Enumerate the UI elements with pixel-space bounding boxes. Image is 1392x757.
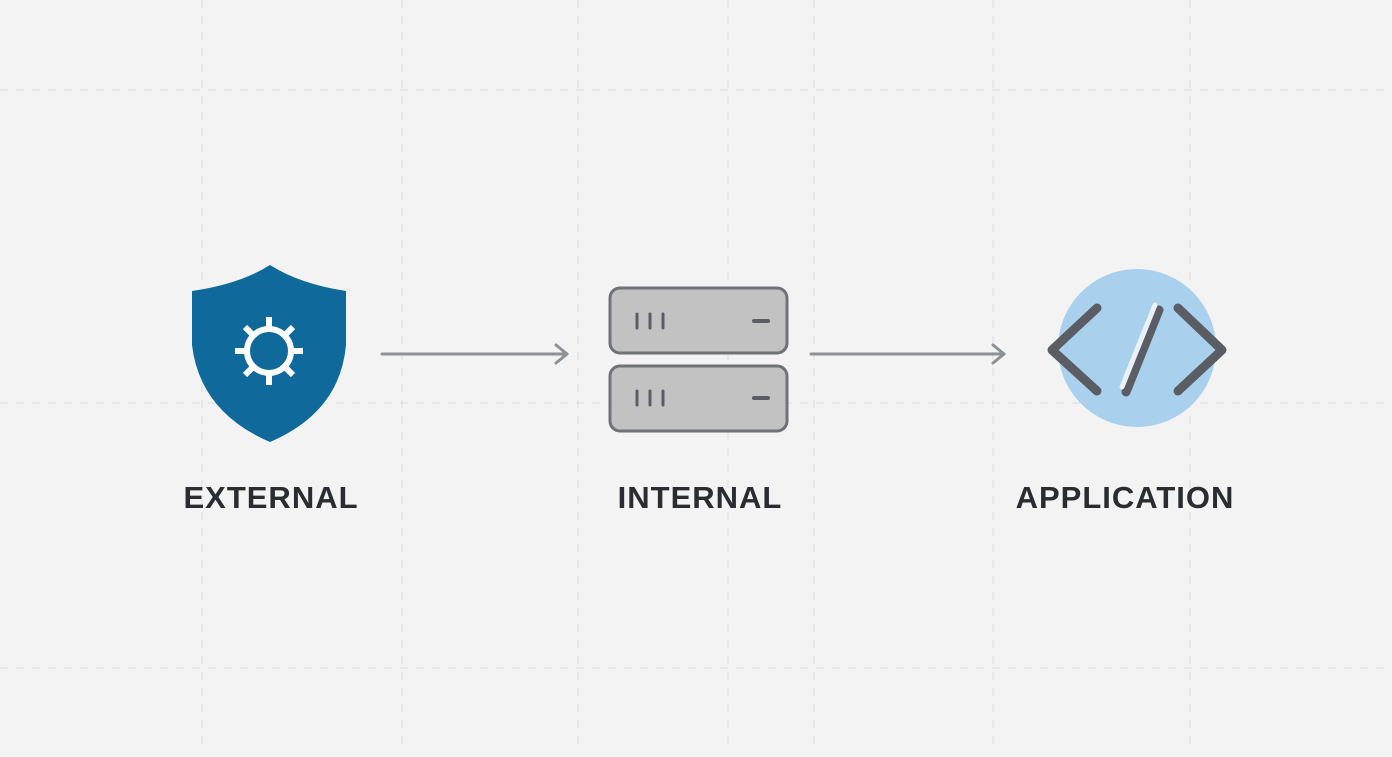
server-unit-bottom <box>608 364 789 433</box>
shield-gear-icon <box>192 265 346 442</box>
node-label-internal: INTERNAL <box>617 480 783 515</box>
arrow-internal-to-application <box>809 343 1006 365</box>
arrow-external-to-internal <box>380 343 569 365</box>
server-stack-icon <box>608 286 789 433</box>
gear-icon <box>235 317 303 385</box>
node-label-application: APPLICATION <box>1015 480 1235 515</box>
node-label-external: EXTERNAL <box>183 480 359 515</box>
server-unit-top <box>608 286 789 355</box>
code-brackets-icon <box>1047 269 1227 427</box>
